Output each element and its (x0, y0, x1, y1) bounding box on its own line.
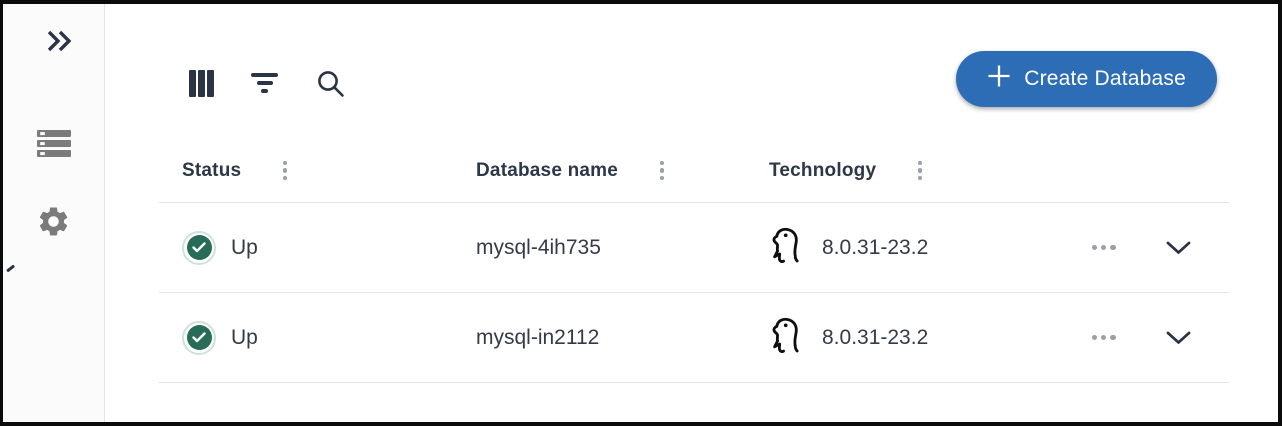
search-icon (316, 70, 345, 101)
technology-version: 8.0.31-23.2 (822, 235, 929, 259)
server-list-icon (37, 130, 71, 161)
stray-mark (6, 264, 15, 273)
status-up-icon (182, 320, 216, 355)
row-menu-icon[interactable] (1088, 331, 1120, 344)
status-cell: Up (159, 320, 453, 355)
technology-cell: 8.0.31-23.2 (746, 314, 1056, 361)
column-label: Technology (769, 159, 877, 181)
table-header-row: Status Database name Technology (159, 139, 1229, 203)
toolbar: Create Database (189, 50, 1217, 108)
table-row[interactable]: Up mysql-4ih735 (159, 203, 1229, 293)
row-actions (1056, 331, 1229, 345)
chevron-down-icon[interactable] (1166, 331, 1191, 345)
chevron-down-icon[interactable] (1166, 241, 1191, 255)
database-name-cell: mysql-in2112 (453, 326, 746, 350)
column-menu-icon[interactable] (280, 158, 290, 183)
plus-icon (987, 64, 1011, 94)
databases-table: Status Database name Technology (159, 139, 1229, 383)
main-content: Create Database Status Database name Tec… (105, 4, 1278, 422)
sidebar-item-settings[interactable] (36, 204, 71, 239)
sidebar-item-databases[interactable] (37, 130, 71, 158)
mysql-dolphin-icon (769, 314, 802, 361)
sidebar (3, 4, 105, 422)
gear-icon (36, 207, 71, 242)
filter-button[interactable] (251, 73, 279, 93)
create-database-button[interactable]: Create Database (956, 51, 1217, 107)
status-cell: Up (159, 230, 453, 265)
status-badge: Up (182, 320, 258, 355)
status-text: Up (231, 325, 258, 349)
status-up-icon (182, 230, 216, 265)
database-name: mysql-4ih735 (476, 235, 601, 259)
row-menu-icon[interactable] (1088, 241, 1120, 254)
status-badge: Up (182, 230, 258, 265)
technology-version: 8.0.31-23.2 (822, 325, 929, 349)
column-menu-icon[interactable] (657, 158, 667, 183)
technology-cell: 8.0.31-23.2 (746, 224, 1056, 271)
columns-icon (189, 69, 214, 97)
search-button[interactable] (316, 69, 345, 98)
filter-icon (251, 73, 279, 93)
row-actions (1056, 241, 1229, 255)
column-header-database-name: Database name (453, 158, 746, 183)
database-name-cell: mysql-4ih735 (453, 236, 746, 260)
table-row[interactable]: Up mysql-in2112 (159, 293, 1229, 383)
column-header-technology: Technology (746, 158, 1056, 183)
mysql-dolphin-icon (769, 224, 802, 271)
column-menu-icon[interactable] (915, 158, 925, 183)
status-text: Up (231, 235, 258, 259)
expand-sidebar-button[interactable] (47, 30, 72, 55)
toolbar-icons (189, 69, 345, 98)
create-database-label: Create Database (1024, 67, 1186, 90)
column-label: Database name (476, 159, 619, 181)
double-chevron-right-icon (47, 30, 72, 55)
column-label: Status (182, 159, 242, 181)
column-header-status: Status (159, 158, 453, 183)
database-name: mysql-in2112 (476, 325, 600, 349)
columns-button[interactable] (189, 69, 214, 97)
